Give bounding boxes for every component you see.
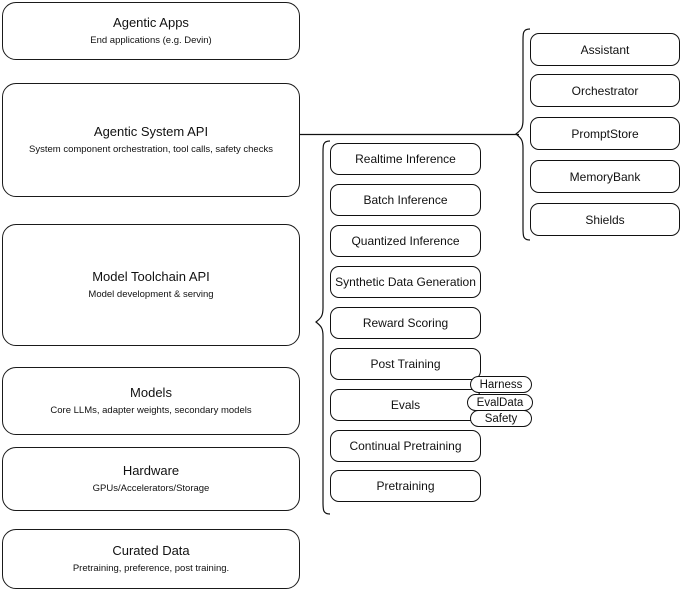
stack-layer-subtitle: End applications (e.g. Devin): [90, 35, 212, 47]
stack-layer-hardware[interactable]: Hardware GPUs/Accelerators/Storage: [2, 447, 300, 511]
agentic-component-assistant[interactable]: Assistant: [530, 33, 680, 66]
stack-layer-subtitle: GPUs/Accelerators/Storage: [92, 483, 210, 495]
agentic-component-promptstore[interactable]: PromptStore: [530, 117, 680, 150]
toolchain-component-evals[interactable]: Evals: [330, 389, 481, 421]
badge-label: Harness: [479, 378, 523, 391]
toolchain-component-realtime-inference[interactable]: Realtime Inference: [330, 143, 481, 175]
toolchain-component-reward-scoring[interactable]: Reward Scoring: [330, 307, 481, 339]
stack-layer-subtitle: Pretraining, preference, post training.: [72, 563, 230, 575]
stack-layer-title: Hardware: [122, 462, 180, 478]
stack-layer-title: Curated Data: [112, 542, 190, 558]
component-label: Batch Inference: [363, 193, 448, 207]
component-label: Post Training: [370, 357, 441, 371]
badge-label: Safety: [484, 412, 518, 425]
stack-layer-agentic-system-api[interactable]: Agentic System API System component orch…: [2, 83, 300, 197]
component-label: Shields: [585, 212, 625, 227]
component-label: Continual Pretraining: [349, 439, 462, 453]
stack-layer-subtitle: Model development & serving: [88, 289, 214, 301]
toolchain-component-continual-pretraining[interactable]: Continual Pretraining: [330, 430, 481, 462]
stack-layer-title: Agentic Apps: [113, 14, 189, 30]
stack-layer-subtitle: Core LLMs, adapter weights, secondary mo…: [50, 405, 252, 417]
stack-layer-agentic-apps[interactable]: Agentic Apps End applications (e.g. Devi…: [2, 2, 300, 60]
component-label: Evals: [390, 398, 421, 412]
stack-layer-models[interactable]: Models Core LLMs, adapter weights, secon…: [2, 367, 300, 435]
evals-badge-evaldata[interactable]: EvalData: [467, 394, 533, 411]
stack-layer-title: Agentic System API: [93, 123, 209, 139]
component-label: Pretraining: [376, 479, 435, 493]
stack-layer-model-toolchain-api[interactable]: Model Toolchain API Model development & …: [2, 224, 300, 346]
agentic-component-shields[interactable]: Shields: [530, 203, 680, 236]
evals-badge-harness[interactable]: Harness: [470, 376, 532, 393]
evals-badge-safety[interactable]: Safety: [470, 410, 532, 427]
component-label: Assistant: [580, 42, 630, 57]
component-label: Realtime Inference: [355, 152, 456, 166]
stack-layer-title: Models: [130, 384, 172, 400]
agentic-component-orchestrator[interactable]: Orchestrator: [530, 74, 680, 107]
toolchain-component-pretraining[interactable]: Pretraining: [330, 470, 481, 502]
component-label: Quantized Inference: [351, 234, 460, 248]
badge-label: EvalData: [476, 396, 524, 409]
component-label: PromptStore: [571, 126, 639, 141]
component-label: Orchestrator: [571, 83, 639, 98]
toolchain-component-quantized-inference[interactable]: Quantized Inference: [330, 225, 481, 257]
component-label: Reward Scoring: [362, 316, 449, 330]
component-label: MemoryBank: [569, 169, 641, 184]
toolchain-component-synthetic-data-generation[interactable]: Synthetic Data Generation: [330, 266, 481, 298]
component-label: Synthetic Data Generation: [335, 275, 476, 289]
toolchain-component-post-training[interactable]: Post Training: [330, 348, 481, 380]
stack-layer-title: Model Toolchain API: [92, 268, 210, 284]
stack-layer-curated-data[interactable]: Curated Data Pretraining, preference, po…: [2, 529, 300, 589]
connector-agentic-system-api-to-components: [300, 128, 522, 142]
stack-layer-subtitle: System component orchestration, tool cal…: [29, 144, 273, 156]
toolchain-component-batch-inference[interactable]: Batch Inference: [330, 184, 481, 216]
agentic-component-memorybank[interactable]: MemoryBank: [530, 160, 680, 193]
